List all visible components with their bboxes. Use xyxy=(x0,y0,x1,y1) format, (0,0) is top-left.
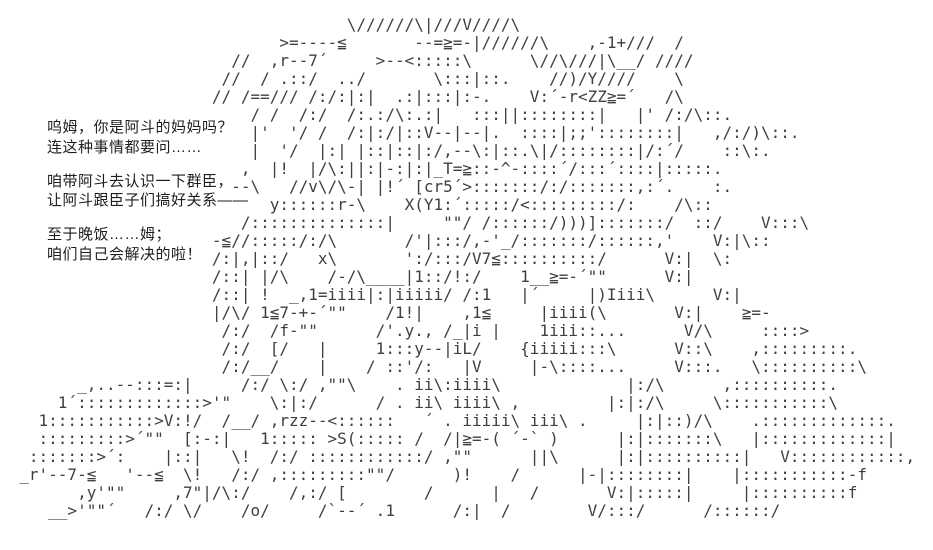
dialogue-line-3: 咱带阿斗去认识一下群臣， xyxy=(47,173,234,190)
ascii-art: \//////\|///V////\ >=----≦ --=≧=-|//////… xyxy=(19,15,916,520)
dialogue-line-2: 连这种事情都要问…… xyxy=(47,139,203,156)
dialogue-line-4: 让阿斗跟臣子们搞好关系—— xyxy=(47,192,249,209)
dialogue-line-5: 至于晚饭……姆； xyxy=(47,226,172,243)
dialogue-line-6: 咱们自己会解决的啦！ xyxy=(47,246,203,263)
dialogue-line-1: 呜姆，你是阿斗的妈妈吗？ xyxy=(47,119,234,136)
